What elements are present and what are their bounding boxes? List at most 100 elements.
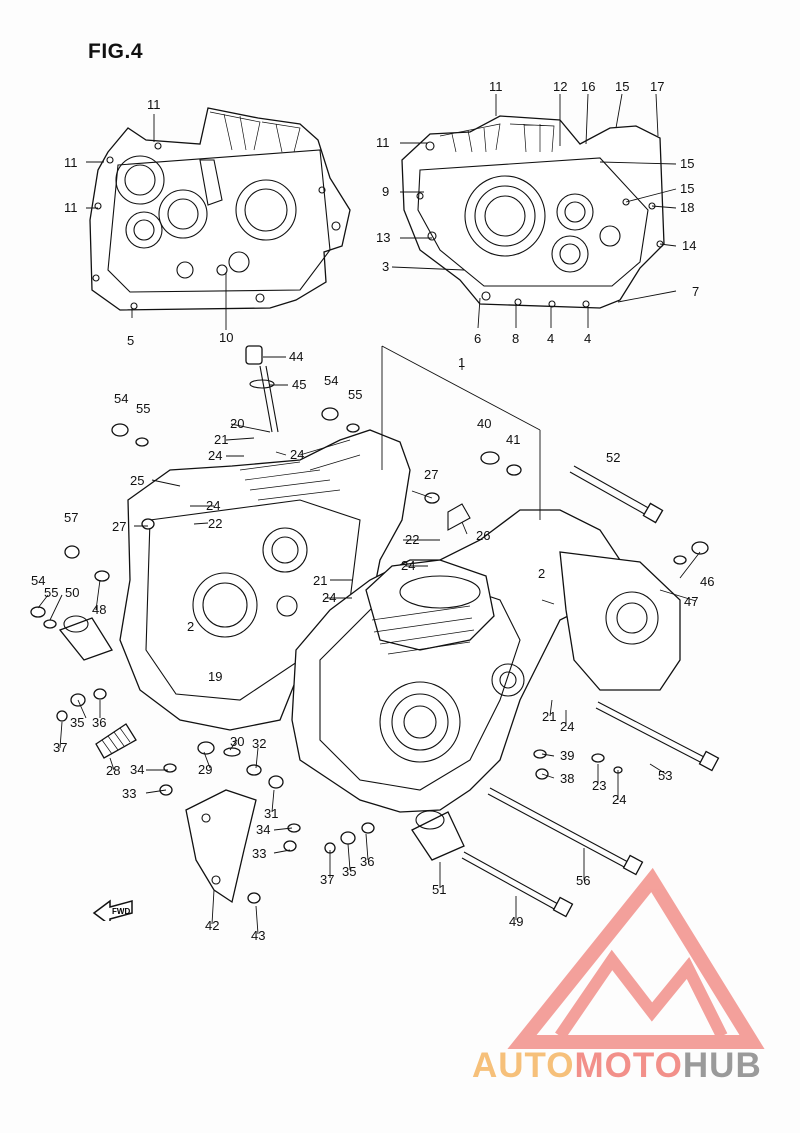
callout-label: 15 <box>615 79 629 94</box>
callout-label: 29 <box>198 762 212 777</box>
callout-label: 15 <box>680 156 694 171</box>
watermark-part3: HUB <box>682 1046 762 1085</box>
callout-label: 28 <box>106 763 120 778</box>
callout-label: 32 <box>252 736 266 751</box>
callout-label: 17 <box>650 79 664 94</box>
callout-label: 24 <box>612 792 626 807</box>
callout-label: 54 <box>324 373 338 388</box>
callout-label: 12 <box>553 79 567 94</box>
callout-label: 4 <box>584 331 591 346</box>
callout-label: 24 <box>290 447 304 462</box>
callout-label: 55 <box>348 387 362 402</box>
right-crankcase-half-view <box>401 115 665 309</box>
callout-label: 19 <box>208 669 222 684</box>
forward-arrow-label: FWD <box>112 907 130 916</box>
callout-label: 24 <box>322 590 336 605</box>
callout-label: 16 <box>581 79 595 94</box>
callout-label: 41 <box>506 432 520 447</box>
callout-label: 24 <box>401 558 415 573</box>
callout-label: 37 <box>53 740 67 755</box>
callout-label: 34 <box>130 762 144 777</box>
callout-label: 36 <box>92 715 106 730</box>
callout-label: 10 <box>219 330 233 345</box>
callout-label: 2 <box>187 619 194 634</box>
callout-label: 45 <box>292 377 306 392</box>
callout-label: 50 <box>65 585 79 600</box>
callout-label: 34 <box>256 822 270 837</box>
callout-label: 11 <box>147 97 161 112</box>
callout-label: 52 <box>606 450 620 465</box>
callout-label: 25 <box>130 473 144 488</box>
callout-label: 24 <box>208 448 222 463</box>
callout-label: 23 <box>592 778 606 793</box>
callout-label: 22 <box>208 516 222 531</box>
callout-label: 27 <box>112 519 126 534</box>
callout-label: 11 <box>489 79 503 94</box>
callout-label: 11 <box>64 155 78 170</box>
callout-label: 48 <box>92 602 106 617</box>
callout-label: 21 <box>542 709 556 724</box>
callout-label: 24 <box>206 498 220 513</box>
left-crankcase-half-view <box>89 107 351 311</box>
callout-label: 39 <box>560 748 574 763</box>
callout-label: 26 <box>476 528 490 543</box>
watermark-part2: MOTO <box>574 1046 683 1085</box>
callout-label: 6 <box>474 331 481 346</box>
callout-label: 27 <box>424 467 438 482</box>
part-number-callouts: 11 11 11 11 5 10 11 12 16 15 17 11 15 9 … <box>31 79 714 943</box>
callout-label: 2 <box>538 566 545 581</box>
callout-label: 30 <box>230 734 244 749</box>
callout-label: 20 <box>230 416 244 431</box>
callout-label: 8 <box>512 331 519 346</box>
callout-label: 24 <box>560 719 574 734</box>
callout-label: 33 <box>122 786 136 801</box>
callout-label: 31 <box>264 806 278 821</box>
callout-label: 36 <box>360 854 374 869</box>
callout-label: 40 <box>477 416 491 431</box>
callout-label: 14 <box>682 238 696 253</box>
callout-label: 22 <box>405 532 419 547</box>
callout-label: 1 <box>458 355 465 370</box>
callout-label: 33 <box>252 846 266 861</box>
callout-label: 55 <box>136 401 150 416</box>
callout-label: 55 <box>44 585 58 600</box>
callout-label: 54 <box>31 573 45 588</box>
figure-title: FIG.4 <box>88 40 144 63</box>
triangle-m-logo-icon <box>507 867 765 1049</box>
callout-label: 42 <box>205 918 219 933</box>
callout-label: 49 <box>509 914 523 929</box>
callout-label: 15 <box>680 181 694 196</box>
callout-label: 56 <box>576 873 590 888</box>
callout-label: 47 <box>684 594 698 609</box>
callout-label: 38 <box>560 771 574 786</box>
forward-arrow-icon: FWD <box>92 897 136 927</box>
callout-label: 11 <box>376 135 390 150</box>
callout-label: 35 <box>342 864 356 879</box>
watermark-brand: AUTOMOTOHUB <box>472 1046 762 1086</box>
callout-label: 21 <box>214 432 228 447</box>
callout-label: 54 <box>114 391 128 406</box>
watermark-part1: AUTO <box>472 1046 575 1085</box>
leader-lines <box>37 93 701 935</box>
callout-label: 46 <box>700 574 714 589</box>
callout-label: 35 <box>70 715 84 730</box>
callout-label: 53 <box>658 768 672 783</box>
callout-label: 57 <box>64 510 78 525</box>
callout-label: 3 <box>382 259 389 274</box>
callout-label: 11 <box>64 200 78 215</box>
callout-label: 4 <box>547 331 554 346</box>
callout-label: 37 <box>320 872 334 887</box>
callout-label: 43 <box>251 928 265 943</box>
callout-label: 44 <box>289 349 303 364</box>
callout-label: 51 <box>432 882 446 897</box>
callout-label: 21 <box>313 573 327 588</box>
callout-label: 18 <box>680 200 694 215</box>
callout-label: 7 <box>692 284 699 299</box>
callout-label: 13 <box>376 230 390 245</box>
crankcase-assembly <box>119 345 681 904</box>
small-parts <box>30 345 720 918</box>
callout-label: 9 <box>382 184 389 199</box>
callout-label: 5 <box>127 333 134 348</box>
